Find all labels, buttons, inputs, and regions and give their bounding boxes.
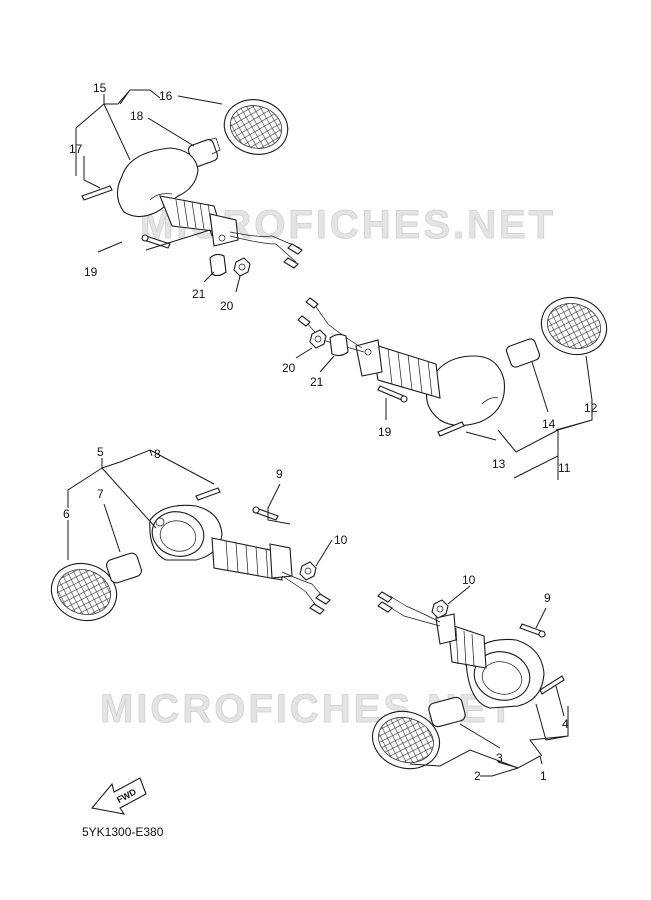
callout-9-left: 9 [276,467,283,481]
callout-9-right: 9 [544,591,551,605]
callout-13: 13 [492,457,506,471]
callout-5: 5 [97,445,104,459]
callout-19-upper: 19 [84,265,98,279]
callout-19-lower: 19 [378,425,392,439]
callout-11: 11 [558,461,571,475]
flasher-assembly-front-right [297,296,608,437]
callout-2: 2 [474,769,481,783]
callout-7: 7 [97,487,104,501]
callout-20-lower: 20 [282,361,296,375]
callout-17: 17 [69,142,83,156]
callout-8: 8 [154,447,161,461]
callout-21-lower: 21 [310,375,324,389]
flasher-assembly-front-left [81,99,303,277]
callout-16: 16 [159,89,173,103]
callout-15: 15 [93,81,107,95]
flasher-assembly-rear-left [50,487,331,622]
callout-14: 14 [542,417,556,431]
callout-10-right: 10 [462,573,476,587]
callout-21-upper: 21 [192,287,206,301]
callout-20-upper: 20 [220,299,234,313]
flasher-assembly-rear-right [371,591,565,770]
callout-12: 12 [584,401,598,415]
forward-direction-arrow: FWD [90,777,147,815]
callout-4: 4 [562,717,569,731]
callout-6: 6 [63,507,70,521]
callout-10-left: 10 [334,533,348,547]
callout-18: 18 [130,109,144,123]
diagram-code: 5YK1300-E380 [82,825,164,839]
callout-3: 3 [496,751,503,765]
callout-1: 1 [540,769,547,783]
